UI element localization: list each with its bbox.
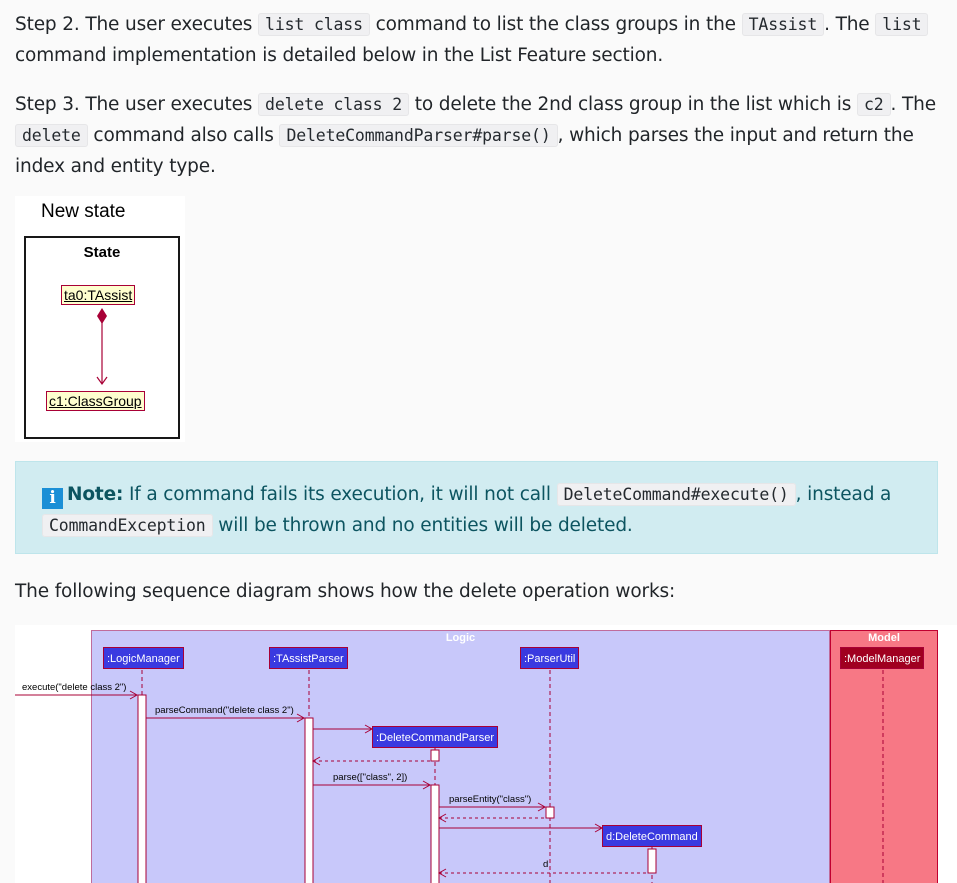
diamond-icon	[97, 308, 107, 324]
step-2-text: Step 2. The user executes	[15, 14, 259, 35]
note-body-text: , instead a	[795, 484, 892, 505]
composition-arrow	[96, 308, 108, 386]
info-icon: i	[42, 488, 63, 509]
step-3-text: . The	[890, 94, 937, 115]
code-delete-command-parser-parse: DeleteCommandParser#parse()	[279, 124, 558, 147]
message-parse-entity: parseEntity("class")	[449, 794, 532, 805]
step-3-text: Step 3. The user executes	[15, 94, 259, 115]
note-label: Note:	[67, 484, 124, 505]
step-3-text: , which parses the input and return the …	[15, 125, 914, 177]
participant-delete-command-parser: :DeleteCommandParser	[372, 726, 498, 748]
arrowhead-icon	[96, 376, 108, 386]
code-c2: c2	[856, 93, 891, 116]
step-2-text: . The	[824, 14, 876, 35]
step-3-text: to delete the 2nd class group in the lis…	[409, 94, 857, 115]
object-c1-classgroup: c1:ClassGroup	[46, 391, 145, 411]
message-execute: execute("delete class 2")	[22, 682, 127, 693]
code-delete-command-execute: DeleteCommand#execute()	[556, 483, 796, 506]
model-frame: Model	[830, 630, 938, 883]
note-body-text: will be thrown and no entities will be d…	[212, 515, 633, 536]
state-box: State ta0:TAssist c1:ClassGroup	[24, 236, 180, 439]
sequence-lines	[15, 670, 884, 883]
message-parse: parse(["class", 2])	[333, 772, 408, 783]
step-2-text: command to list the class groups in the	[369, 14, 742, 35]
participant-logic-manager: :LogicManager	[103, 647, 184, 669]
sequence-intro: The following sequence diagram shows how…	[15, 581, 676, 602]
participant-tassist-parser: :TAssistParser	[269, 647, 348, 669]
participant-model-manager: :ModelManager	[840, 647, 925, 669]
logic-frame: Logic	[91, 630, 830, 883]
model-frame-title: Model	[868, 632, 900, 644]
code-delete: delete	[15, 124, 88, 147]
state-box-label: State	[83, 244, 121, 261]
code-tassist: TAssist	[741, 13, 825, 36]
code-delete-class-2: delete class 2	[258, 93, 410, 116]
state-diagram-title: New state	[41, 201, 126, 222]
message-parse-command: parseCommand("delete class 2")	[155, 705, 294, 716]
step-3-paragraph: Step 3. The user executes delete class 2…	[15, 89, 950, 182]
code-list: list	[875, 13, 929, 36]
participant-parser-util: :ParserUtil	[520, 647, 580, 669]
code-command-exception: CommandException	[42, 514, 213, 537]
state-diagram: New state State ta0:TAssist c1:ClassGrou…	[15, 196, 185, 442]
message-return-d: d	[543, 859, 549, 870]
note-body-text: If a command fails its execution, it wil…	[123, 484, 557, 505]
step-3-text: command also calls	[87, 125, 280, 146]
code-list-class: list class	[258, 13, 370, 36]
sequence-diagram: Logic Model	[15, 625, 957, 883]
participant-delete-command: d:DeleteCommand	[602, 825, 702, 847]
logic-frame-title: Logic	[445, 632, 476, 644]
object-ta0-tassist: ta0:TAssist	[61, 285, 136, 305]
step-2-text: command implementation is detailed below…	[15, 45, 664, 66]
step-2-paragraph: Step 2. The user executes list class com…	[15, 9, 950, 71]
